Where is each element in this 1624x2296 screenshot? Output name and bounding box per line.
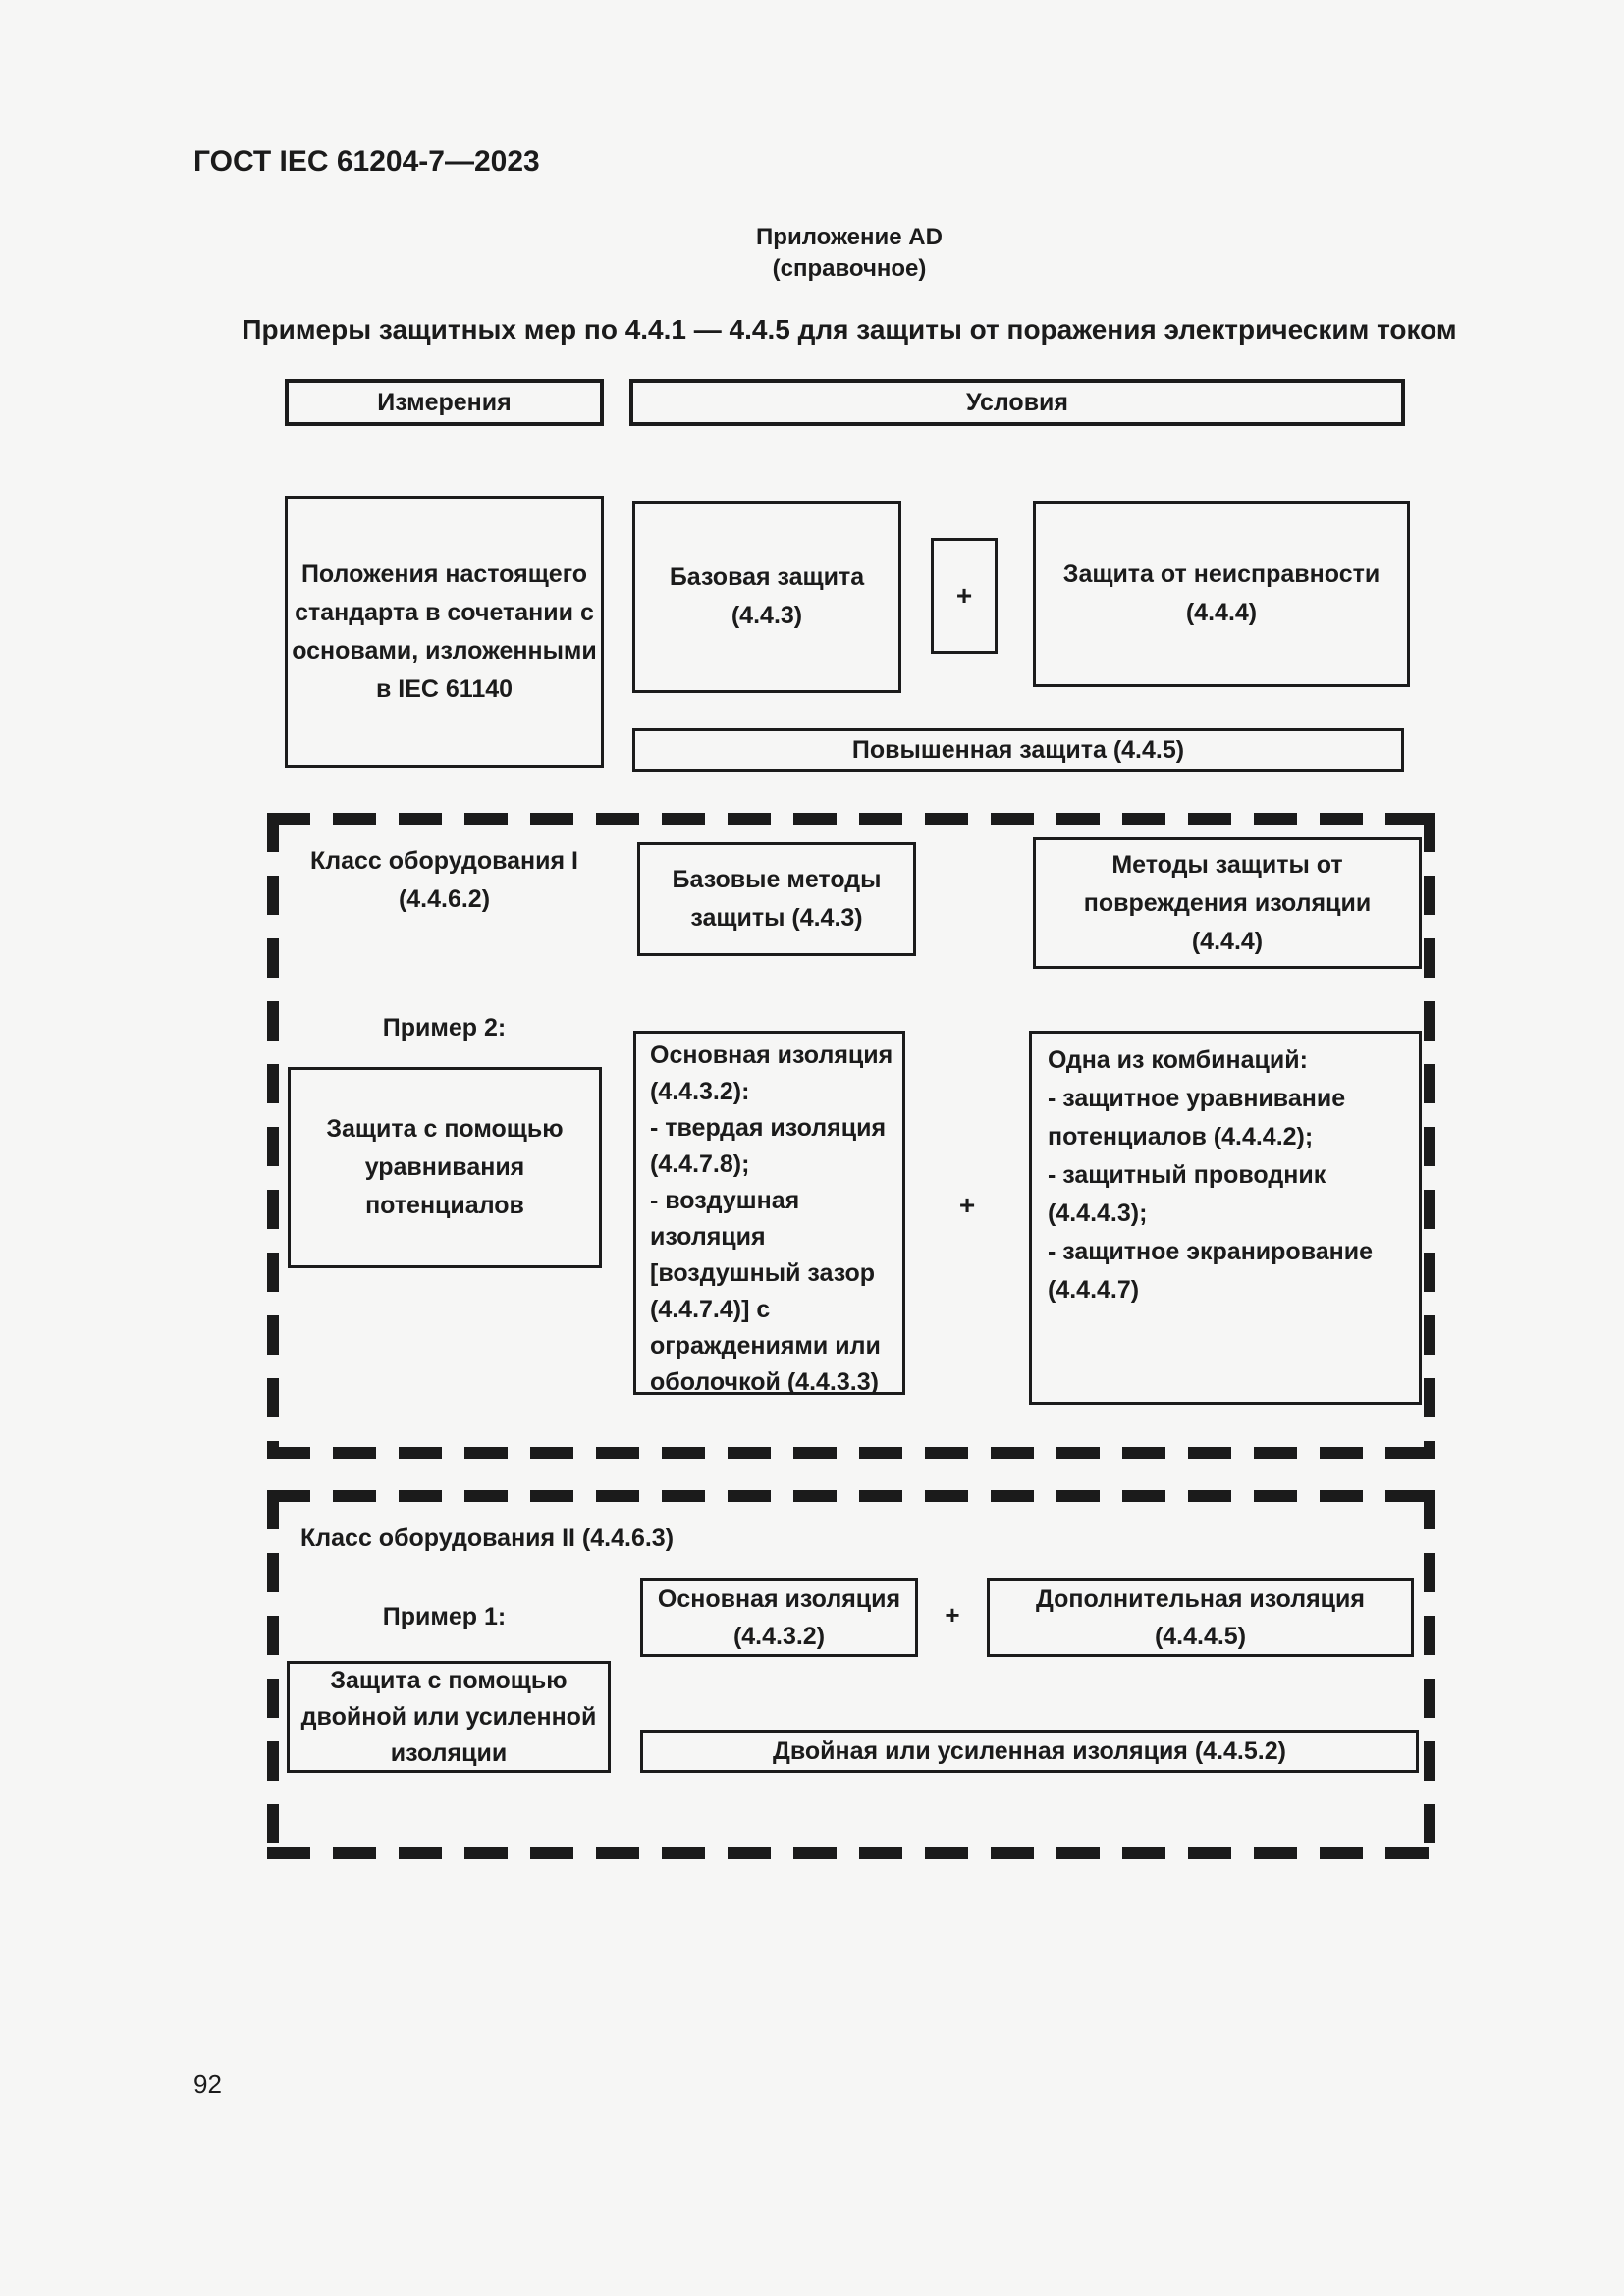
fault-protection-box: Защита от неисправности (4.4.4) <box>1033 501 1410 687</box>
class1-insulation-fault-methods-box: Методы защиты от повреждения изоляции (4… <box>1033 837 1422 969</box>
class2-double-insulation-protection-text: Защита с помощью двойной или усиленной и… <box>300 1666 597 1767</box>
plus-operator-box: + <box>931 538 998 654</box>
dashed-border-top <box>267 813 1435 825</box>
class2-label: Класс оборудования II (4.4.6.3) <box>300 1524 675 1552</box>
provisions-text: Положения настоящего стандарта в сочетан… <box>292 560 597 703</box>
dashed-border-left <box>267 1490 279 1859</box>
basic-protection-box: Базовая защита (4.4.3) <box>632 501 901 693</box>
class1-combinations-text: Одна из комбинаций: - защитное уравниван… <box>1048 1046 1374 1304</box>
basic-protection-text: Базовая защита (4.4.3) <box>669 563 865 629</box>
dashed-border-left <box>267 813 279 1459</box>
dashed-border-bottom <box>267 1847 1435 1859</box>
dashed-border-top <box>267 1490 1435 1502</box>
class2-double-insulation-protection-box: Защита с помощью двойной или усиленной и… <box>287 1661 611 1773</box>
page-number: 92 <box>193 2069 222 2099</box>
class1-combinations-box: Одна из комбинаций: - защитное уравниван… <box>1029 1031 1422 1405</box>
dashed-border-right <box>1424 1490 1435 1859</box>
dashed-border-right <box>1424 813 1435 1459</box>
column-header-conditions-label: Условия <box>965 388 1069 416</box>
column-header-measures-label: Измерения <box>377 388 512 416</box>
class1-basic-insulation-box: Основная изоляция (4.4.3.2): - твердая и… <box>633 1031 905 1396</box>
enhanced-protection-bar: Повышенная защита (4.4.5) <box>632 728 1404 772</box>
class1-example-label: Пример 2: <box>382 1014 507 1041</box>
class2-basic-insulation-text: Основная изоляция (4.4.3.2) <box>657 1585 901 1650</box>
fault-protection-text: Защита от неисправности (4.4.4) <box>1062 561 1380 626</box>
class2-basic-insulation-box: Основная изоляция (4.4.3.2) <box>640 1578 918 1657</box>
class1-plus-operator: + <box>958 1190 976 1220</box>
class2-example-label: Пример 1: <box>382 1603 507 1630</box>
equipotential-protection-box: Защита с помощью уравнивания потенциалов <box>288 1067 602 1268</box>
class2-dashed-region <box>267 1490 1435 1859</box>
class1-basic-methods-text: Базовые методы защиты (4.4.3) <box>672 866 882 932</box>
provisions-box: Положения настоящего стандарта в сочетан… <box>285 496 604 768</box>
class2-supplementary-insulation-box: Дополнительная изоляция (4.4.4.5) <box>987 1578 1414 1657</box>
equipotential-protection-text: Защита с помощью уравнивания потенциалов <box>326 1115 564 1219</box>
class1-insulation-fault-methods-text: Методы защиты от повреждения изоляции (4… <box>1083 850 1372 955</box>
class1-basic-methods-box: Базовые методы защиты (4.4.3) <box>637 842 916 956</box>
class1-basic-insulation-text: Основная изоляция (4.4.3.2): - твердая и… <box>650 1041 893 1396</box>
dashed-border-bottom <box>267 1447 1435 1459</box>
figure-title: Примеры защитных мер по 4.4.1 — 4.4.5 дл… <box>242 314 1457 345</box>
class2-plus-operator: + <box>945 1600 960 1629</box>
column-header-conditions: Условия <box>629 379 1405 426</box>
class1-label: Класс оборудования I (4.4.6.2) <box>309 847 579 913</box>
class1-dashed-region <box>267 813 1435 1459</box>
plus-operator: + <box>955 580 973 611</box>
annex-subtitle: (справочное) <box>772 255 927 282</box>
class2-supplementary-insulation-text: Дополнительная изоляция (4.4.4.5) <box>1035 1585 1366 1650</box>
class2-double-insulation-bar-text: Двойная или усиленная изоляция (4.4.5.2) <box>773 1736 1286 1765</box>
annex-title: Приложение AD <box>756 224 943 250</box>
class2-double-insulation-bar: Двойная или усиленная изоляция (4.4.5.2) <box>640 1730 1419 1773</box>
column-header-measures: Измерения <box>285 379 604 426</box>
enhanced-protection-text: Повышенная защита (4.4.5) <box>851 735 1185 764</box>
document-code-header: ГОСТ IEC 61204-7—2023 <box>193 145 540 178</box>
